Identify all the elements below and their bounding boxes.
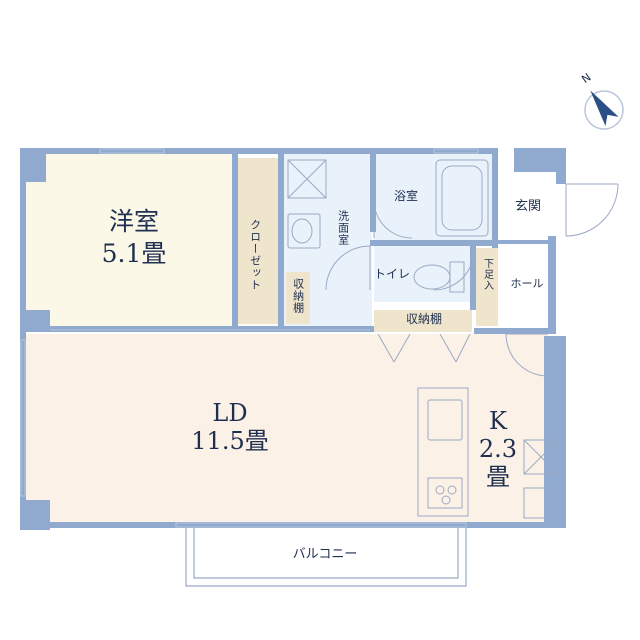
window-bottom-living <box>175 522 467 528</box>
living-name: LD <box>212 399 248 427</box>
compass-letter: N <box>579 71 593 86</box>
shelf-doors <box>377 333 471 363</box>
storage-small-area <box>286 272 310 324</box>
fridge-space-icon <box>523 439 559 475</box>
window-left-living <box>20 339 26 497</box>
entrance-label: 玄関 <box>514 199 541 214</box>
bathtub-icon <box>435 159 489 237</box>
washroom-label: 洗面室 <box>336 210 350 246</box>
entrance-door <box>565 183 619 237</box>
western-room-size: 5.1畳 <box>101 239 167 268</box>
compass <box>584 90 624 130</box>
washer-icon <box>287 159 327 199</box>
wall-closet-top <box>232 152 238 330</box>
kitchen-counter <box>417 387 469 517</box>
shoe-storage-label: 下足入 <box>481 258 493 291</box>
wall-right-upper <box>556 148 566 184</box>
wall-closet-washroom <box>278 152 284 330</box>
shoe-storage-area <box>476 248 498 326</box>
hall-label: ホール <box>510 277 544 290</box>
wall-right-mid <box>548 236 556 332</box>
wall-bath-toilet <box>370 240 496 246</box>
balcony-label: バルコニー <box>292 547 358 562</box>
washbasin-icon <box>287 213 321 249</box>
toilet-icon <box>413 261 465 293</box>
living-door <box>505 333 549 377</box>
wall-toilet-right <box>470 240 476 310</box>
wall-washroom-bath <box>370 152 376 232</box>
storage-shelf-label: 収納棚 <box>405 312 442 326</box>
wall-right-lower <box>544 336 566 528</box>
kitchen-name: K <box>489 407 507 435</box>
western-room-name: 洋室 <box>108 207 159 236</box>
hall-wall-box <box>523 487 553 519</box>
balcony-outline <box>185 528 467 587</box>
toilet-door <box>433 249 475 291</box>
storage-shelf-area <box>374 310 472 332</box>
kitchen-unit: 畳 <box>486 463 510 491</box>
wall-hall-living <box>474 328 556 334</box>
living-size: 11.5畳 <box>191 427 269 455</box>
wall-top <box>22 148 498 154</box>
kitchen-size: 2.3 <box>478 435 518 463</box>
wall-entrance-hall <box>498 240 556 244</box>
kitchen-area <box>416 334 548 524</box>
wall-left <box>20 148 26 530</box>
bathroom-label: 浴室 <box>393 189 418 203</box>
toilet-label: トイレ <box>373 267 410 281</box>
wall-bottom <box>20 522 566 528</box>
bathroom-door <box>373 199 413 239</box>
wall-room-living-divider <box>22 326 374 332</box>
wall-bath-right <box>492 152 498 248</box>
window-top-bath <box>433 148 479 154</box>
washroom-door <box>325 245 371 291</box>
storage-small-label: 収納棚 <box>291 278 305 314</box>
closet-area <box>234 158 280 324</box>
north-arrow-icon <box>590 90 619 127</box>
closet-label: クローゼット <box>248 219 262 291</box>
western-room-area <box>22 152 234 330</box>
window-top-western <box>99 148 165 154</box>
